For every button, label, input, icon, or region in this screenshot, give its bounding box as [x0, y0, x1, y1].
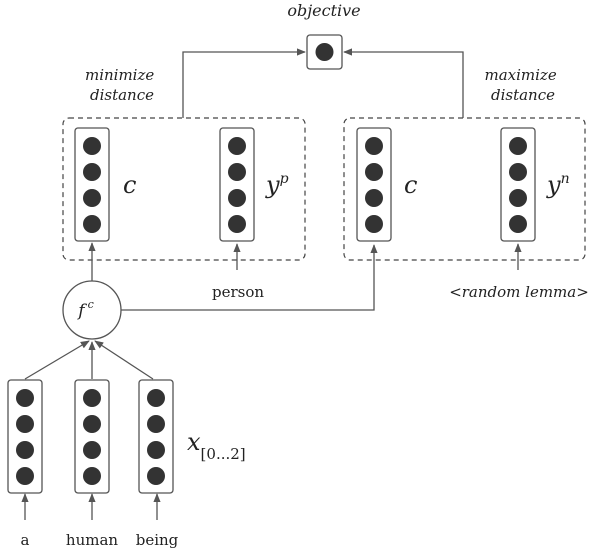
negative-vector-letter: y	[546, 171, 561, 199]
vector-node	[83, 415, 101, 433]
positive-word: person	[212, 283, 264, 301]
minimize-label-line2: distance	[90, 86, 154, 104]
vector-node	[228, 189, 246, 207]
input-word-being: being	[136, 531, 179, 549]
composed-vector-right	[356, 127, 392, 242]
maximize-label-line1: maximize	[484, 66, 556, 84]
function-sup: c	[88, 298, 94, 311]
composed-vector-left	[74, 127, 110, 242]
minimize-connector	[182, 48, 306, 118]
vector-node	[509, 189, 527, 207]
vector-node	[83, 389, 101, 407]
maximize-label: maximize distance	[484, 66, 561, 104]
vector-node	[365, 137, 383, 155]
objective-node	[306, 34, 343, 70]
vector-node	[16, 389, 34, 407]
vector-node	[83, 467, 101, 485]
vector-node	[147, 441, 165, 459]
vector-node	[147, 389, 165, 407]
input-vector-being	[138, 379, 174, 494]
vector-node	[228, 137, 246, 155]
maximize-label-line2: distance	[491, 86, 555, 104]
input-word-a: a	[21, 531, 30, 549]
input-vector-label: x[0...2]	[187, 428, 246, 463]
vector-node	[365, 189, 383, 207]
input-word-human: human	[66, 531, 118, 549]
vector-node	[16, 415, 34, 433]
positive-vector-sup: p	[280, 171, 289, 187]
objective-label: objective	[287, 1, 360, 20]
input-vector-human	[74, 379, 110, 494]
minimize-label-line1: minimize	[85, 66, 154, 84]
input-vector-sub: [0...2]	[201, 445, 246, 463]
vector-node	[228, 215, 246, 233]
positive-vector	[219, 127, 255, 242]
input-vector-letter: x	[187, 428, 201, 456]
vector-node	[83, 137, 101, 155]
vector-node	[83, 215, 101, 233]
vector-node	[509, 163, 527, 181]
negative-vector-label: yn	[546, 171, 570, 199]
vector-node	[16, 441, 34, 459]
vector-node	[509, 215, 527, 233]
composed-vector-label-left: c	[123, 171, 136, 199]
function-letter: f	[76, 301, 87, 321]
vector-node	[83, 189, 101, 207]
input-vector-a	[7, 379, 43, 494]
minimize-label: minimize distance	[85, 66, 159, 104]
vector-node	[83, 441, 101, 459]
vector-node	[147, 415, 165, 433]
fc-to-c-right-arrow	[121, 244, 378, 311]
vector-node	[83, 163, 101, 181]
composed-vector-label-right: c	[404, 171, 417, 199]
input-a-to-fc-arrow	[24, 340, 90, 380]
vector-node	[16, 467, 34, 485]
negative-vector	[500, 127, 536, 242]
positive-vector-label: yp	[265, 171, 289, 199]
positive-vector-letter: y	[265, 171, 280, 199]
input-being-to-fc-arrow	[94, 340, 154, 380]
vector-node	[509, 137, 527, 155]
negative-word: <random lemma>	[449, 283, 589, 301]
svg-text:fc: fc	[76, 298, 93, 321]
negative-vector-sup: n	[561, 171, 570, 187]
vector-node	[147, 467, 165, 485]
vector-node	[228, 163, 246, 181]
maximize-connector	[343, 48, 464, 118]
vector-node	[365, 215, 383, 233]
vector-node	[365, 163, 383, 181]
